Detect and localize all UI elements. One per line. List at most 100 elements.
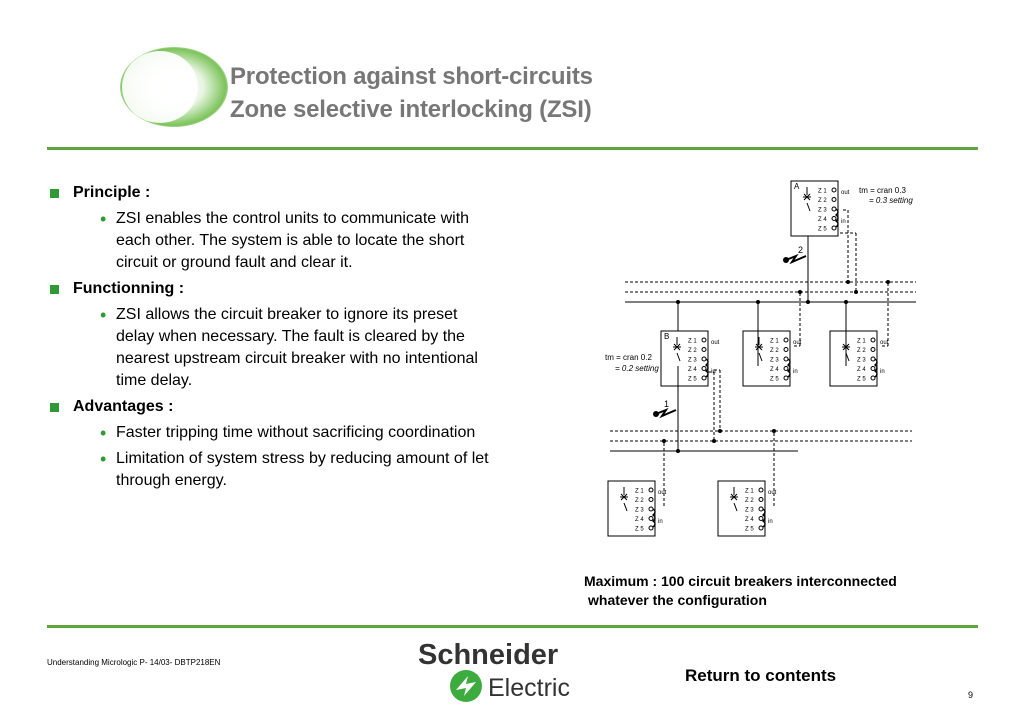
terminal-icon <box>701 337 707 343</box>
terminal-label: Z 1 <box>688 339 697 345</box>
out-label: out <box>793 340 802 346</box>
breaker-box <box>829 330 878 387</box>
setting-b-line2: = 0.2 setting <box>615 364 659 373</box>
terminal-icon <box>758 497 764 502</box>
terminal-icon <box>758 516 764 521</box>
coil-icon <box>873 358 878 378</box>
terminal-label: Z 2 <box>688 348 697 354</box>
bullet-text: ZSI allows the circuit breaker to ignore… <box>116 306 478 389</box>
breaker-label: B <box>664 332 669 341</box>
in-label: in <box>658 519 663 525</box>
terminal-icon <box>831 225 837 231</box>
breaker-box <box>607 480 656 537</box>
breaker-box <box>742 330 791 387</box>
list-item: • Faster tripping time without sacrifici… <box>100 422 490 444</box>
list-item: • Limitation of system stress by reducin… <box>100 448 490 492</box>
diagram-caption: Maximum : 100 circuit breakers interconn… <box>584 572 897 610</box>
terminal-label: Z 5 <box>818 227 827 233</box>
breaker-box <box>660 330 709 387</box>
section-title: Principle : <box>73 184 151 201</box>
terminal-label: Z 5 <box>745 527 754 533</box>
terminal-icon <box>648 506 654 512</box>
list-item: • ZSI enables the control units to commu… <box>100 208 490 274</box>
upper-pilot-wires <box>840 209 857 292</box>
terminal-icon <box>831 216 837 221</box>
square-bullet-icon <box>50 402 59 412</box>
terminal-icon <box>701 356 707 362</box>
dot-bullet-icon: • <box>100 209 107 229</box>
terminal-label: Z 3 <box>688 358 697 364</box>
terminal-icon <box>701 366 707 371</box>
coil-icon <box>786 358 791 378</box>
terminal-icon <box>701 375 707 381</box>
dot-bullet-icon: • <box>100 305 107 325</box>
title-line-2: Zone selective interlocking (ZSI) <box>230 96 592 123</box>
terminal-label: Z 2 <box>857 348 866 354</box>
upper-busbar <box>625 236 916 303</box>
terminal-icon <box>648 525 654 531</box>
terminal-label: Z 5 <box>688 377 697 383</box>
terminal-label: Z 2 <box>745 498 754 504</box>
terminal-icon <box>783 375 789 381</box>
out-label: out <box>841 190 850 196</box>
footer-divider <box>47 625 978 628</box>
terminal-label: Z 5 <box>857 377 866 383</box>
logo-text-schneider: Schneider <box>418 639 558 671</box>
terminal-label: Z 4 <box>688 367 697 373</box>
terminal-icon <box>783 337 789 343</box>
terminal-icon <box>870 366 876 371</box>
terminal-label: Z 4 <box>770 367 779 373</box>
coil-icon <box>704 358 709 378</box>
caption-line-2: whatever the configuration <box>588 592 767 608</box>
terminal-label: Z 2 <box>635 498 644 504</box>
square-bullet-icon <box>50 188 59 198</box>
terminal-icon <box>870 347 876 352</box>
title-line-1: Protection against short-circuits <box>230 63 593 90</box>
terminal-label: Z 3 <box>635 508 644 514</box>
terminal-icon <box>701 347 707 352</box>
terminal-icon <box>783 366 789 371</box>
slide-content: Principle : • ZSI enables the control un… <box>50 182 490 496</box>
coil-icon <box>651 508 656 528</box>
terminal-icon <box>648 497 654 502</box>
terminal-icon <box>783 356 789 362</box>
list-item: • ZSI allows the circuit breaker to igno… <box>100 304 490 392</box>
bullet-text: Limitation of system stress by reducing … <box>116 450 489 489</box>
out-label: out <box>711 340 720 346</box>
fault-2-label: 2 <box>798 245 803 255</box>
terminal-label: Z 1 <box>635 489 644 495</box>
section-title: Advantages : <box>73 398 174 415</box>
header-divider <box>47 147 978 150</box>
setting-b-line1: tm = cran 0.2 <box>605 353 652 362</box>
fault-1-label: 1 <box>664 399 669 409</box>
terminal-icon <box>831 206 837 212</box>
terminal-label: Z 3 <box>818 208 827 214</box>
terminal-icon <box>870 337 876 343</box>
bullet-text: Faster tripping time without sacrificing… <box>116 424 476 441</box>
caption-line-1: Maximum : 100 circuit breakers interconn… <box>584 573 897 589</box>
fault-2-icon <box>783 253 807 265</box>
terminal-icon <box>758 506 764 512</box>
terminal-label: Z 2 <box>770 348 779 354</box>
terminal-label: Z 3 <box>770 358 779 364</box>
return-to-contents-link[interactable]: Return to contents <box>685 666 837 685</box>
terminal-icon <box>783 347 789 352</box>
setting-a-line2: = 0.3 setting <box>869 196 913 205</box>
bullet-text: ZSI enables the control units to communi… <box>116 210 470 271</box>
terminal-icon <box>870 356 876 362</box>
fault-1-icon <box>653 407 677 419</box>
terminal-label: Z 5 <box>770 377 779 383</box>
schneider-electric-logo: Schneider Electric <box>418 639 570 702</box>
terminal-label: Z 2 <box>818 198 827 204</box>
dot-bullet-icon: • <box>100 423 107 443</box>
square-bullet-icon <box>50 284 59 294</box>
in-label: in <box>793 369 798 375</box>
terminal-label: Z 1 <box>745 489 754 495</box>
setting-a-line1: tm = cran 0.3 <box>859 186 906 195</box>
header-decoration <box>120 47 228 127</box>
